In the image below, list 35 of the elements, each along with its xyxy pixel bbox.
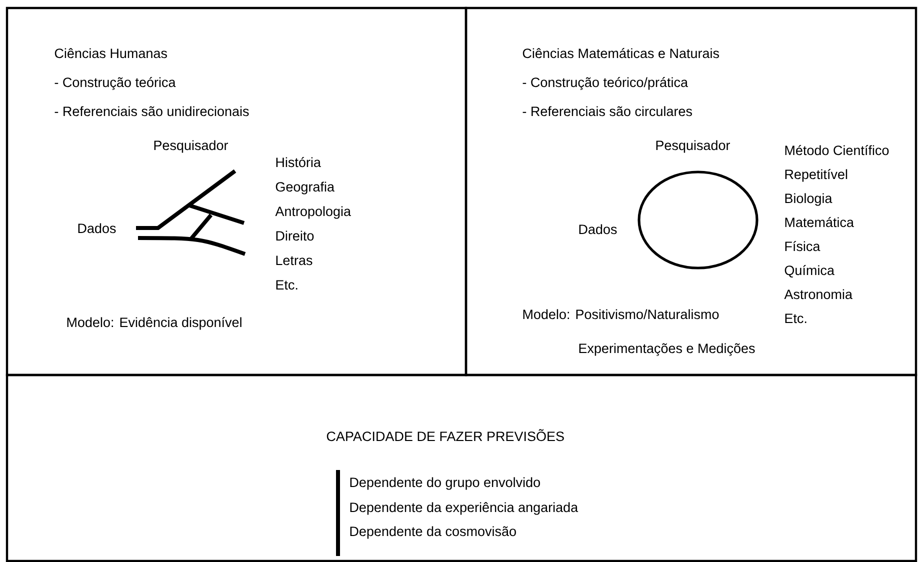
axis-label: Pesquisador bbox=[154, 140, 228, 153]
heading: Ciências Humanas bbox=[54, 48, 167, 58]
axis-label: Pesquisador bbox=[656, 140, 730, 153]
list-item: Biologia bbox=[785, 193, 832, 206]
list-item: Astronomia bbox=[784, 289, 852, 300]
list-item: Etc. bbox=[785, 314, 806, 324]
list-item: Dependente da cosmovisão bbox=[350, 526, 516, 539]
model-text: Modelo: Positivismo/Naturalismo bbox=[523, 309, 719, 320]
list-item: Matemática bbox=[785, 217, 854, 228]
bullet-text: - Referenciais são unidirecionais bbox=[54, 106, 249, 116]
axis-label: Dados bbox=[579, 224, 617, 234]
list-item: Antropologia bbox=[275, 206, 351, 219]
panel-box bbox=[6, 6, 468, 376]
circle bbox=[638, 170, 758, 270]
bullet-text: - Construção teórico/prática bbox=[522, 77, 688, 90]
model-text: Modelo: Evidência disponível bbox=[67, 317, 242, 330]
list-item: Direito bbox=[276, 230, 314, 241]
list-item: Dependente do grupo envolvido bbox=[350, 477, 540, 490]
panel-box bbox=[464, 6, 918, 376]
list-item: Física bbox=[785, 241, 820, 252]
list-item: Método Científico bbox=[785, 145, 889, 156]
list-item: Química bbox=[784, 265, 834, 278]
heading: CAPACIDADE DE FAZER PREVISÕES bbox=[326, 429, 564, 442]
list-item: Repetitível bbox=[785, 169, 848, 182]
bullet-text: - Construção teórica bbox=[54, 77, 176, 90]
list-item: História bbox=[276, 157, 321, 168]
bullet-text: - Referenciais são circulares bbox=[522, 106, 692, 116]
list-item: Etc. bbox=[276, 280, 298, 290]
list-item: Dependente da experiência angariada bbox=[350, 502, 578, 515]
heading: Ciências Matemáticas e Naturais bbox=[522, 48, 719, 58]
list-item: Geografia bbox=[276, 182, 334, 194]
list-item: Letras bbox=[276, 256, 312, 266]
model-text: Experimentações e Medições bbox=[579, 343, 755, 356]
axis-label: Dados bbox=[78, 223, 116, 234]
panel-box bbox=[6, 374, 918, 562]
